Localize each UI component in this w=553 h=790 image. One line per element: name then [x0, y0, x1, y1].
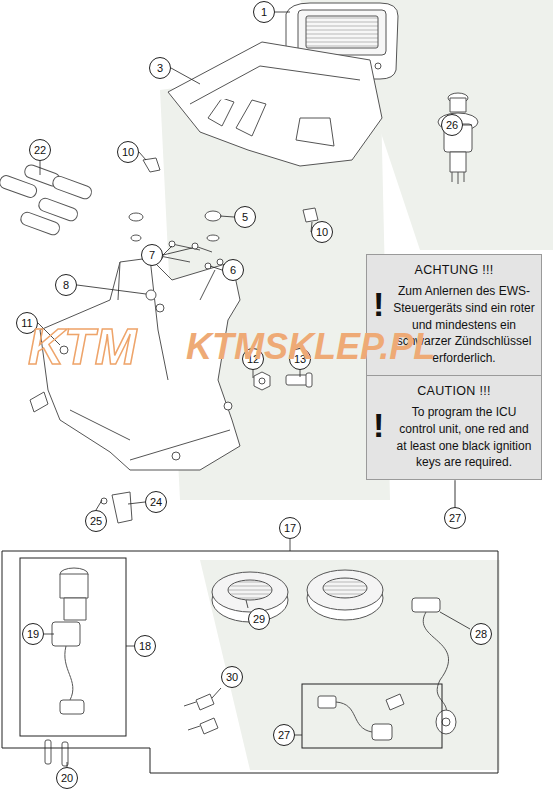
callout-number: 5 [234, 206, 256, 228]
callout-text: 6 [230, 265, 236, 276]
callout-number: 25 [85, 510, 107, 532]
leader-connector [455, 480, 456, 507]
nut-bolt [254, 372, 312, 390]
tank-caps [212, 570, 383, 622]
callout-text: 22 [34, 145, 46, 156]
callout-text: 17 [284, 523, 296, 534]
callout-number: 27 [444, 507, 466, 529]
callout-text: 25 [90, 516, 102, 527]
screws [45, 740, 68, 766]
callout-number: 8 [55, 274, 77, 296]
note-section: CAUTION !!!!To program the ICU control u… [367, 375, 541, 479]
callout-text: 29 [253, 614, 265, 625]
callout-text: 5 [242, 212, 248, 223]
callout-number: 18 [134, 635, 156, 657]
callout-number: 26 [441, 114, 463, 136]
callout-number: 24 [145, 491, 167, 513]
callout-text: 3 [157, 63, 163, 74]
rubber-damper [146, 290, 156, 300]
watermark: KTM [28, 318, 136, 376]
warning-symbol: ! [373, 408, 393, 442]
callout-number: 22 [29, 139, 51, 161]
callout-number: 30 [221, 666, 243, 688]
watermark: KTMSKLEP.PL [186, 326, 435, 368]
sensor-cable [412, 598, 456, 734]
callout-text: 24 [150, 497, 162, 508]
note-heading: CAUTION !!! [373, 384, 535, 398]
caution-box: ACHTUNG !!!!Zum Anlernen des EWS-Steuerg… [366, 254, 542, 480]
callout-number: 1 [253, 1, 275, 23]
cable-plug [318, 694, 404, 740]
ignition-lock [438, 93, 478, 184]
warning-symbol: ! [373, 287, 393, 321]
callout-number: 28 [470, 623, 492, 645]
note-text: To program the ICU control unit, one red… [393, 404, 535, 471]
callout-text: 27 [449, 513, 461, 524]
callout-number: 6 [222, 259, 244, 281]
callout-number: 19 [22, 623, 44, 645]
callout-text: 26 [446, 120, 458, 131]
callout-text: 28 [475, 629, 487, 640]
callout-text: 10 [122, 147, 134, 158]
keys [184, 694, 218, 734]
callout-text: 27 [278, 730, 290, 741]
callout-text: 10 [316, 227, 328, 238]
bushings-screws [129, 211, 223, 269]
callout-number: 20 [56, 767, 78, 789]
group-frames [2, 551, 498, 773]
callout-number: 3 [149, 57, 171, 79]
callout-number: 17 [279, 517, 301, 539]
callout-text: 20 [61, 773, 73, 784]
callout-number: 10 [117, 141, 139, 163]
lock-assembly [52, 568, 88, 714]
callout-text: 19 [27, 629, 39, 640]
callout-text: 30 [226, 672, 238, 683]
grommets [0, 163, 93, 236]
callout-number: 27 [273, 724, 295, 746]
callout-number: 10 [311, 221, 333, 243]
callout-text: 8 [63, 280, 69, 291]
callout-text: 1 [261, 7, 267, 18]
instrument-cover [168, 42, 382, 166]
callout-text: 18 [139, 641, 151, 652]
note-heading: ACHTUNG !!! [373, 263, 535, 277]
note-row: !To program the ICU control unit, one re… [373, 404, 535, 471]
callout-number: 7 [141, 244, 163, 266]
clips [143, 158, 318, 222]
callout-text: 7 [149, 250, 155, 261]
callout-number: 29 [248, 608, 270, 630]
